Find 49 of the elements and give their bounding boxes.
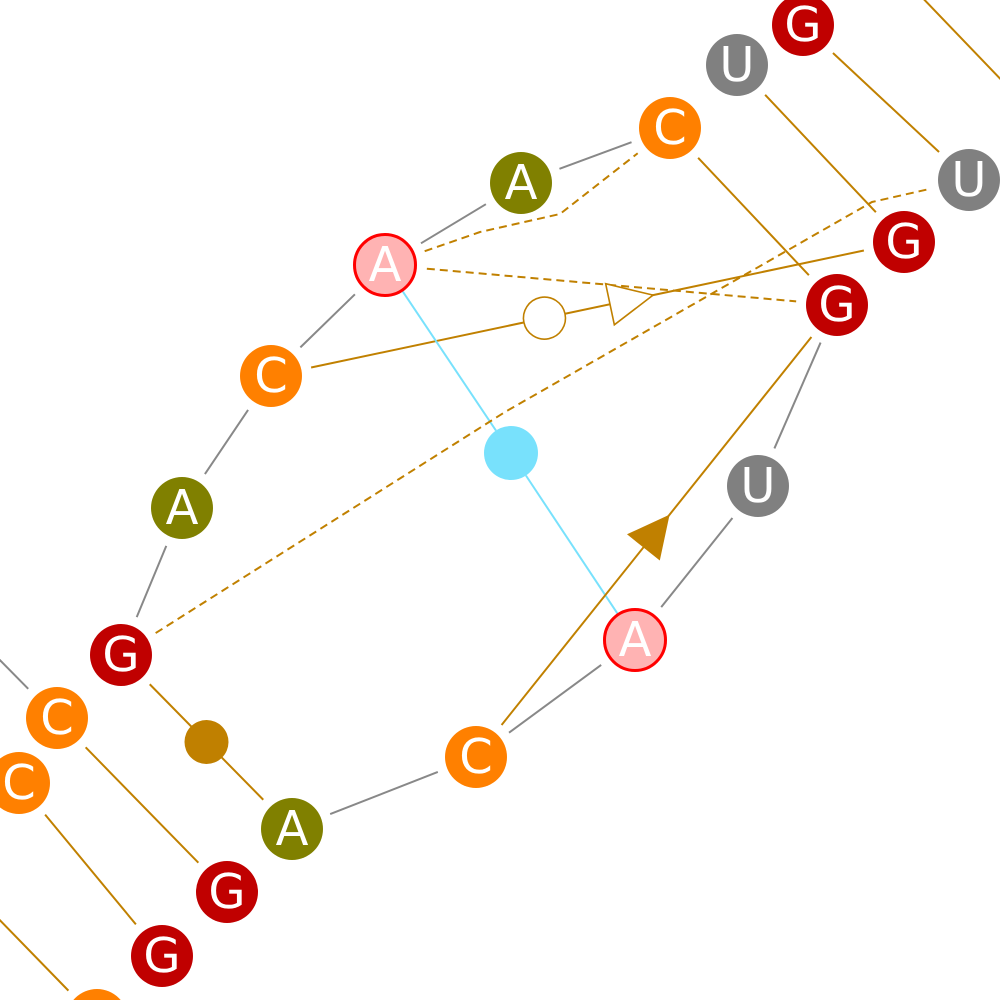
base-letter: C bbox=[459, 733, 493, 781]
base-letter: A bbox=[276, 805, 308, 853]
nucleotide-circle bbox=[938, 149, 1000, 211]
nucleotide-circle bbox=[806, 274, 868, 336]
base-pair-line bbox=[149, 684, 264, 800]
nucleotide-circle bbox=[26, 687, 88, 749]
interaction-dot bbox=[484, 426, 538, 480]
backbone-line bbox=[508, 664, 602, 734]
arrow bbox=[310, 250, 864, 368]
base-letter: G bbox=[784, 1, 822, 49]
backbone-line bbox=[330, 771, 438, 815]
connector-line bbox=[525, 474, 618, 614]
nucleotide-circle bbox=[240, 345, 302, 407]
base-letter: G bbox=[102, 631, 140, 679]
base-letter: G bbox=[208, 868, 246, 916]
arrow bbox=[500, 336, 812, 726]
base-letter: G bbox=[885, 218, 923, 266]
base-letter: U bbox=[740, 462, 776, 510]
backbone-line bbox=[773, 342, 822, 449]
backbone-line bbox=[660, 517, 734, 608]
backbone-line bbox=[136, 545, 168, 618]
base-pair-line bbox=[697, 157, 810, 276]
dashed-line bbox=[424, 152, 638, 252]
base-letter: C bbox=[2, 759, 36, 807]
connector-line bbox=[402, 291, 497, 432]
base-letter: A bbox=[618, 616, 652, 664]
base-pair-line bbox=[84, 746, 200, 864]
base-letter: G bbox=[818, 281, 856, 329]
backbone-line bbox=[300, 294, 356, 348]
base-pair-line bbox=[764, 94, 877, 213]
base-letter: A bbox=[166, 484, 198, 532]
base-letter: U bbox=[719, 41, 755, 89]
base-letter: C bbox=[653, 104, 687, 152]
backbone-line bbox=[559, 141, 632, 170]
dashed-line bbox=[155, 188, 930, 634]
base-letter: C bbox=[40, 694, 74, 742]
nucleotide-circle bbox=[639, 97, 701, 159]
nucleotide-circle bbox=[0, 752, 50, 814]
dashed-line bbox=[426, 268, 796, 302]
backbone-line bbox=[420, 203, 486, 244]
base-letter: C bbox=[254, 352, 288, 400]
base-letter: A bbox=[504, 159, 538, 207]
base-letter: G bbox=[143, 932, 181, 980]
base-pair-line bbox=[44, 814, 137, 926]
base-letter: U bbox=[951, 156, 987, 204]
backbone-line bbox=[204, 409, 249, 475]
base-pair-line bbox=[832, 52, 940, 153]
base-letter: A bbox=[368, 241, 402, 289]
nucleotide-circle bbox=[772, 0, 834, 56]
